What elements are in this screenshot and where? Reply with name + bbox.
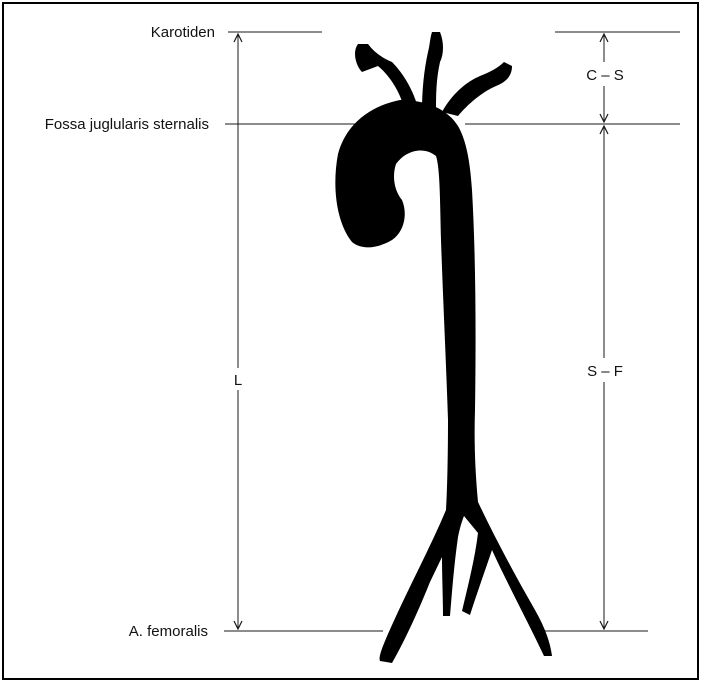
karotiden-label: Karotiden [151,24,215,41]
fossa-label: Fossa juglularis sternalis [45,116,209,133]
sternum-femoral-label: S – F [587,363,623,380]
length-label: L [234,372,242,389]
carotid-sternum-label: C – S [586,67,624,84]
middle-branch-vessel [422,32,443,110]
femoralis-label: A. femoralis [129,623,208,640]
right-branch-vessel [442,62,512,116]
left-branch-vessel [355,44,418,108]
aorta-body [335,100,552,663]
aorta-silhouette [335,32,552,663]
